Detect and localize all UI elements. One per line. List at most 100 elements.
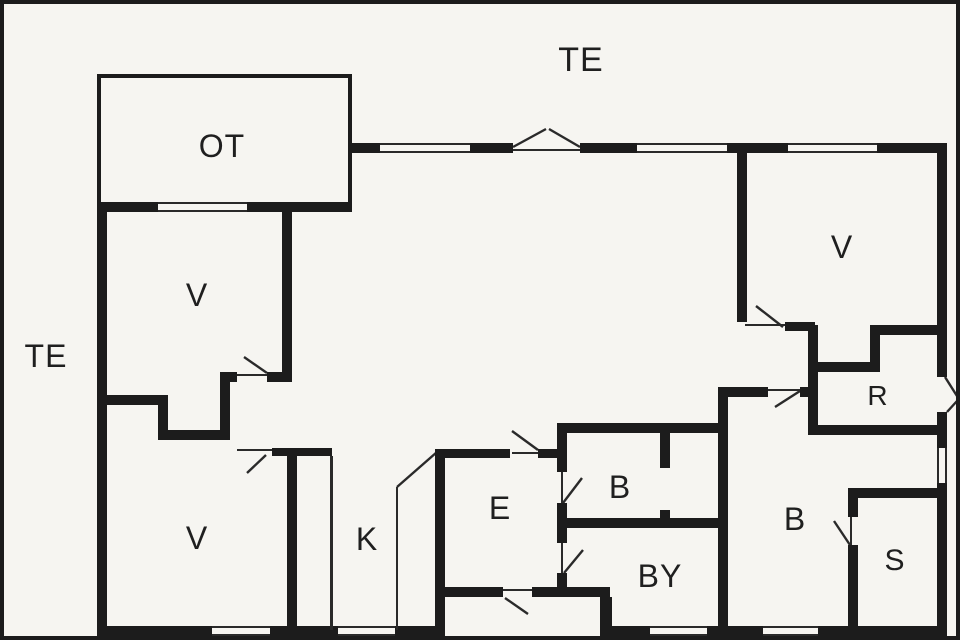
- wall-segment: [470, 143, 513, 153]
- thin-line: [396, 487, 398, 630]
- window-line: [650, 626, 707, 628]
- window: [788, 143, 877, 153]
- window: [380, 143, 470, 153]
- wall-segment: [600, 626, 650, 636]
- wall-segment: [848, 545, 858, 636]
- window: [338, 626, 395, 636]
- wall-segment: [282, 202, 292, 382]
- window-line: [338, 626, 395, 628]
- door-swing-line: [943, 376, 959, 397]
- thin-line: [512, 452, 538, 454]
- wall-segment: [877, 143, 947, 153]
- wall-segment: [937, 143, 947, 377]
- thin-line: [330, 456, 333, 630]
- thin-line: [237, 374, 267, 376]
- thin-line: [513, 149, 580, 151]
- window: [637, 143, 727, 153]
- wall-segment: [558, 518, 728, 528]
- wall-segment: [707, 626, 763, 636]
- window-line: [380, 151, 470, 153]
- wall-segment: [220, 372, 230, 440]
- wall-segment: [722, 387, 768, 397]
- wall-segment: [158, 430, 230, 440]
- door-swing-line: [511, 430, 539, 451]
- room-label-v-upper-left: V: [185, 277, 209, 313]
- wall-segment: [808, 362, 880, 372]
- door-swing-line: [504, 597, 529, 615]
- window: [158, 202, 247, 212]
- thin-line: [768, 389, 800, 391]
- wall-segment: [538, 449, 565, 458]
- window-line: [380, 143, 470, 145]
- wall-segment: [800, 387, 815, 397]
- wall-segment: [438, 587, 503, 597]
- wall-segment: [737, 143, 747, 322]
- wall-segment: [97, 74, 352, 78]
- room-label-ot: OT: [198, 128, 246, 164]
- wall-segment: [287, 448, 297, 630]
- window-line: [788, 151, 877, 153]
- window-line: [763, 626, 818, 628]
- room-label-te-top: TE: [558, 41, 604, 79]
- window-line: [788, 143, 877, 145]
- wall-segment: [557, 573, 567, 591]
- door-swing-line: [243, 356, 268, 374]
- window-line: [158, 210, 247, 212]
- wall-segment: [267, 372, 292, 382]
- wall-segment: [580, 143, 637, 153]
- wall-segment: [557, 423, 567, 472]
- thin-line: [561, 472, 563, 503]
- window-line: [338, 634, 395, 636]
- window-line: [212, 634, 270, 636]
- wall-segment: [158, 395, 168, 440]
- wall-segment: [870, 325, 880, 372]
- room-label-s: S: [884, 544, 906, 577]
- room-label-e: E: [488, 490, 512, 526]
- room-label-v-lower-left: V: [185, 520, 209, 556]
- window-line: [650, 634, 707, 636]
- thin-line: [237, 449, 272, 451]
- thin-line: [503, 589, 532, 591]
- window-line: [637, 143, 727, 145]
- window: [212, 626, 270, 636]
- door-swing-line: [946, 400, 958, 413]
- wall-segment: [97, 74, 101, 206]
- room-label-r: R: [867, 380, 889, 411]
- wall-segment: [727, 143, 788, 153]
- wall-segment: [848, 488, 947, 498]
- window-line: [158, 202, 247, 204]
- wall-segment: [438, 449, 510, 458]
- wall-segment: [600, 597, 612, 636]
- wall-segment: [352, 143, 380, 153]
- door-swing-line: [833, 520, 851, 546]
- door-swing-line: [755, 305, 784, 328]
- wall-segment: [0, 636, 960, 640]
- door-swing-line: [396, 451, 438, 488]
- wall-segment: [532, 587, 610, 597]
- wall-segment: [272, 448, 332, 456]
- window: [650, 626, 707, 636]
- window-line: [637, 151, 727, 153]
- wall-segment: [937, 483, 947, 638]
- wall-segment: [247, 202, 352, 212]
- wall-segment: [348, 74, 352, 206]
- window-line: [763, 634, 818, 636]
- window: [763, 626, 818, 636]
- room-label-by: BY: [637, 558, 683, 594]
- window-line: [212, 626, 270, 628]
- wall-segment: [660, 510, 670, 518]
- room-label-v-top-right: V: [830, 229, 854, 265]
- wall-segment: [270, 626, 338, 636]
- wall-segment: [558, 423, 728, 433]
- window-line: [945, 448, 947, 483]
- wall-segment: [808, 425, 947, 435]
- wall-segment: [97, 202, 107, 636]
- wall-segment: [97, 395, 168, 405]
- thin-line: [850, 517, 852, 545]
- door-swing-line: [562, 477, 583, 504]
- room-label-b-small: B: [608, 469, 632, 505]
- wall-segment: [870, 325, 947, 335]
- room-label-te-left: TE: [24, 338, 68, 374]
